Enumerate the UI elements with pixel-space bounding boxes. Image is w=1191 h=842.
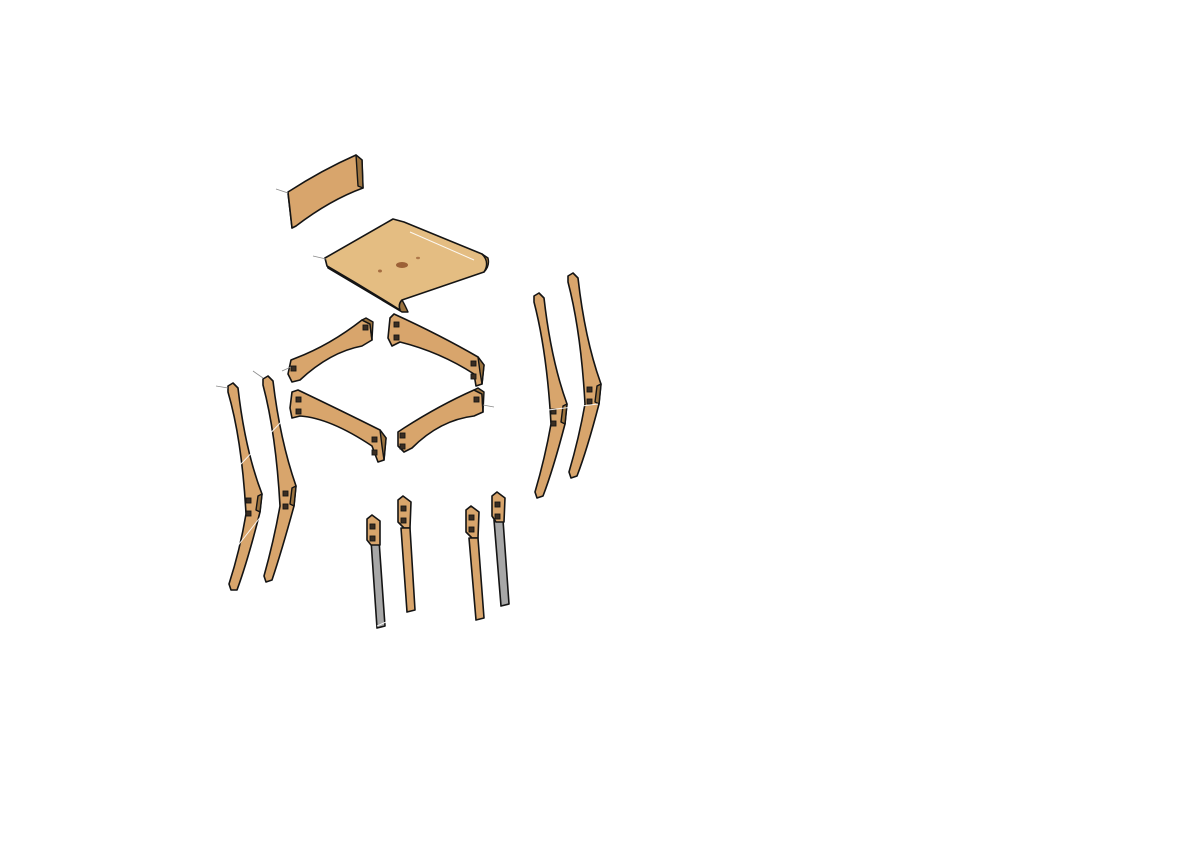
seat-panel bbox=[312, 218, 490, 313]
backrest-panel bbox=[275, 154, 364, 229]
rear-leg-left-inner bbox=[239, 370, 297, 583]
front-leg-4 bbox=[491, 491, 510, 607]
rear-leg-left-outer bbox=[215, 382, 263, 591]
seat-knot-1 bbox=[396, 262, 408, 268]
front-leg-2 bbox=[397, 495, 416, 613]
seat-knot-3 bbox=[416, 256, 420, 260]
front-leg-3 bbox=[465, 505, 485, 621]
rear-leg-right-outer bbox=[547, 272, 602, 479]
seat-knot-2 bbox=[378, 269, 382, 273]
rail-front-right bbox=[397, 387, 495, 453]
rear-leg-right-inner bbox=[533, 292, 568, 499]
rail-front-left bbox=[289, 389, 387, 463]
rail-back-left bbox=[281, 317, 374, 383]
front-leg-1 bbox=[366, 514, 387, 629]
rail-back-right bbox=[387, 313, 485, 387]
